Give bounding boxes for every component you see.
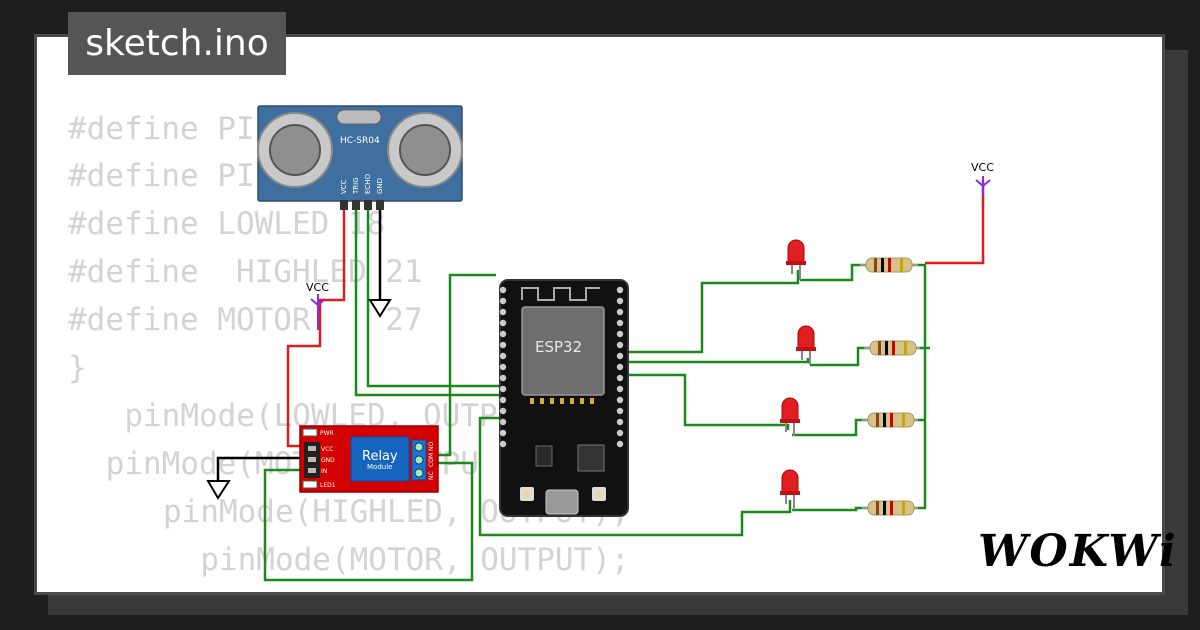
resistor-4[interactable] xyxy=(862,500,918,516)
wire-led2[interactable] xyxy=(622,358,810,364)
wire-relay-loop[interactable] xyxy=(263,461,474,582)
esp32-pin[interactable] xyxy=(616,385,624,393)
esp32-pin[interactable] xyxy=(616,308,624,316)
esp32-pin[interactable] xyxy=(616,319,624,327)
led-2[interactable] xyxy=(796,325,816,365)
esp32-pin[interactable] xyxy=(499,319,507,327)
wire-led2-res[interactable] xyxy=(810,346,870,367)
esp32-label: ESP32 xyxy=(535,338,582,356)
relay-pin-label: IN xyxy=(321,468,327,475)
wire-led4[interactable] xyxy=(478,416,792,537)
esp32-pin[interactable] xyxy=(616,341,624,349)
esp32-pin[interactable] xyxy=(499,352,507,360)
relay-pin-label: GND xyxy=(321,457,335,464)
pin-label: VCC xyxy=(340,179,348,194)
relay-subtitle: Module xyxy=(367,463,392,471)
relay-pin-label: COM xyxy=(428,453,435,467)
code-line: pinMode(MOTOR, OUTPUT); xyxy=(107,542,630,578)
relay-pin-label: NC xyxy=(428,471,435,480)
vcc-label: VCC xyxy=(306,281,329,294)
led-1[interactable] xyxy=(786,239,806,280)
hc-sr04-label: HC-SR04 xyxy=(340,136,380,146)
esp32-pin[interactable] xyxy=(616,363,624,371)
esp32-pin[interactable] xyxy=(499,341,507,349)
wire-led3[interactable] xyxy=(622,373,790,430)
led-4[interactable] xyxy=(780,469,800,510)
code-line: #define MOTOR 27 xyxy=(68,302,423,338)
esp32-pin[interactable] xyxy=(616,407,624,415)
esp32-pin[interactable] xyxy=(499,418,507,426)
pin-label: GND xyxy=(376,178,384,194)
relay-pin-label: NO xyxy=(428,442,435,451)
code-watermark: #define PI #define PI #define LOWLED 18 … xyxy=(37,37,1162,592)
esp32-pin[interactable] xyxy=(499,385,507,393)
pin-label: ECHO xyxy=(364,173,372,194)
relay-pin-label: VCC xyxy=(321,446,333,453)
wokwi-logo: WOKWi xyxy=(978,526,1178,577)
code-line: digitalWrite(LOWLED, HIGH); xyxy=(87,584,628,592)
esp32-pin[interactable] xyxy=(499,297,507,305)
code-line: #define PI xyxy=(68,111,255,147)
vcc-symbol-left: VCC xyxy=(306,281,329,330)
wire-echo[interactable] xyxy=(366,200,506,388)
esp32-pin[interactable] xyxy=(499,308,507,316)
resistor-1[interactable] xyxy=(860,257,918,273)
esp32-pin[interactable] xyxy=(616,418,624,426)
vcc-label: VCC xyxy=(971,161,994,174)
esp32-pin[interactable] xyxy=(499,396,507,404)
wire-relay-signal[interactable] xyxy=(432,273,496,457)
wire-led4-res[interactable] xyxy=(792,506,868,512)
esp32-pin[interactable] xyxy=(616,330,624,338)
esp32-pin[interactable] xyxy=(499,286,507,294)
esp32-pin[interactable] xyxy=(499,440,507,448)
esp32-pin[interactable] xyxy=(616,286,624,294)
relay-led1-label: LED1 xyxy=(320,482,336,489)
code-line: #define PI xyxy=(68,158,255,194)
esp32-pin[interactable] xyxy=(499,407,507,415)
wire-led1-res[interactable] xyxy=(800,263,866,282)
wire-vcc-right[interactable] xyxy=(925,180,985,265)
esp32-pin[interactable] xyxy=(616,297,624,305)
esp32-pin[interactable] xyxy=(499,330,507,338)
wire-resistor-bus[interactable] xyxy=(912,263,927,510)
code-line: #define LOWLED 18 xyxy=(68,206,386,242)
esp32-pin[interactable] xyxy=(616,440,624,448)
ground-symbol xyxy=(206,480,231,500)
esp32-pin[interactable] xyxy=(616,352,624,360)
esp32-pin[interactable] xyxy=(499,363,507,371)
esp32-pin[interactable] xyxy=(499,374,507,382)
pin-label: TRIG xyxy=(352,177,360,195)
esp32-pin[interactable] xyxy=(616,396,624,404)
wire-led3-res[interactable] xyxy=(792,418,868,437)
esp32-pin[interactable] xyxy=(616,374,624,382)
ground-symbol xyxy=(368,299,392,318)
resistor-2[interactable] xyxy=(864,340,920,356)
wire-relay-gnd[interactable] xyxy=(216,456,312,480)
wire-trig[interactable] xyxy=(354,200,506,397)
vcc-symbol-right: VCC xyxy=(971,161,994,196)
esp32-pin[interactable] xyxy=(616,429,624,437)
wire-led1[interactable] xyxy=(622,270,800,354)
relay-pwr-label: PWR xyxy=(320,430,334,437)
led-3[interactable] xyxy=(780,397,800,436)
esp32-pin[interactable] xyxy=(499,429,507,437)
relay-module[interactable]: Relay Module PWR LED1 VCC GND IN NC COM … xyxy=(299,425,439,493)
file-title-tab[interactable]: sketch.ino xyxy=(68,12,286,75)
hc-sr04-sensor[interactable]: HC-SR04 VCC TRIG ECHO GND xyxy=(257,105,463,210)
esp32-board[interactable]: ESP32 xyxy=(499,279,629,517)
code-line: } xyxy=(68,350,87,386)
resistor-3[interactable] xyxy=(862,412,918,428)
wire-vcc-red[interactable] xyxy=(286,200,346,448)
relay-title: Relay xyxy=(362,449,398,464)
